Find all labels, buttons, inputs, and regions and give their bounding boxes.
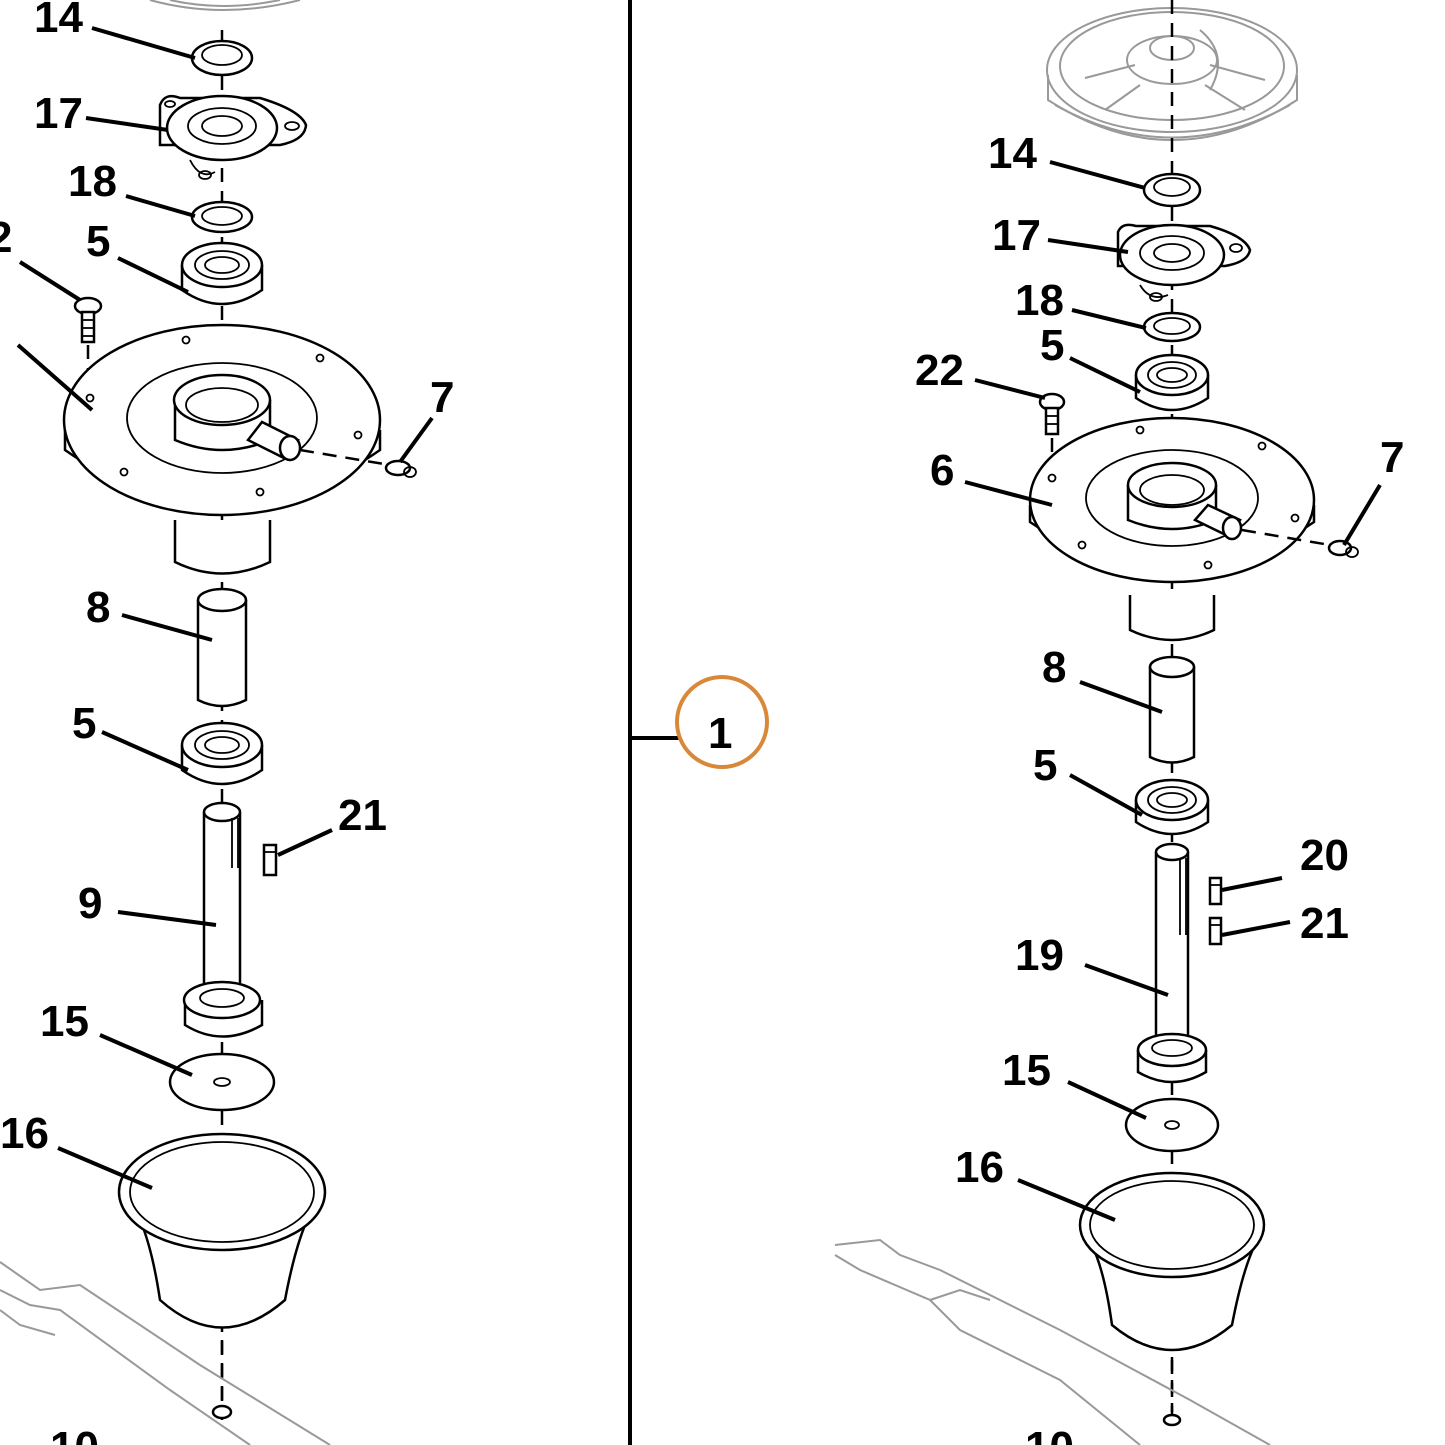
label-20-right: 20: [1300, 831, 1349, 880]
label-21-left: 21: [338, 791, 387, 840]
label-10-left: 10: [50, 1423, 99, 1445]
label-16-left: 16: [0, 1109, 49, 1158]
label-16-right: 16: [955, 1143, 1004, 1192]
part-9-left: [182, 801, 264, 1038]
label-5a-right: 5: [1040, 321, 1064, 370]
label-5b-left: 5: [72, 699, 96, 748]
part-15-right: [1124, 1097, 1220, 1153]
right-leaders: [964, 160, 1382, 1222]
part-8-right: [1148, 655, 1196, 764]
part-14-right: [1142, 172, 1202, 208]
label-14-right: 14: [988, 129, 1037, 178]
label-7-left: 7: [430, 373, 454, 422]
right-labels: 14 17 18 5 22 7 6 8 5 20 21 19 15 16 10: [915, 129, 1404, 1445]
part-5b-right: [1134, 778, 1210, 836]
label-10-right: 10: [1025, 1423, 1074, 1445]
part-7-left: [384, 459, 417, 478]
label-5a-left: 5: [86, 217, 110, 266]
label-8-right: 8: [1042, 643, 1066, 692]
part-14-left: [190, 39, 254, 77]
label-9-left: 9: [78, 879, 102, 928]
label-14-left: 14: [34, 0, 83, 42]
part-18-right: [1142, 311, 1202, 343]
part-15-left: [168, 1052, 276, 1112]
part-5a-left: [180, 241, 264, 306]
label-15-left: 15: [40, 997, 89, 1046]
label-21-right: 21: [1300, 899, 1349, 948]
label-5b-right: 5: [1033, 741, 1057, 790]
part-21-left: [262, 843, 278, 877]
part-17-right: [1116, 223, 1252, 302]
part-5a-right: [1134, 353, 1210, 412]
label-19-right: 19: [1015, 931, 1064, 980]
label-17-right: 17: [992, 211, 1041, 260]
part-17-left: [158, 94, 308, 180]
part-20-right: [1208, 876, 1223, 906]
part-16-right: [1078, 1171, 1266, 1427]
left-leaders: [16, 26, 434, 1190]
left-assembly: [0, 0, 417, 1445]
part-22-right: [1038, 392, 1066, 480]
right-assembly: [834, 0, 1359, 1445]
part-5b-left: [180, 721, 264, 786]
part-19-right: [1136, 842, 1208, 1084]
label-7-right: 7: [1380, 433, 1404, 482]
callout-badge[interactable]: 1: [675, 675, 769, 769]
left-labels: 14 17 18 2 5 7 8 5 21 9 15 16 10: [0, 0, 454, 1445]
part-8-left: [196, 587, 248, 708]
part-16-left: [117, 1132, 327, 1420]
label-18-right: 18: [1015, 276, 1064, 325]
part-18-left: [190, 200, 254, 234]
label-17-left: 17: [34, 89, 83, 138]
part-21-right: [1208, 916, 1223, 946]
part-6-right: [1028, 416, 1331, 642]
label-22-right: 22: [915, 346, 964, 395]
label-8-left: 8: [86, 583, 110, 632]
part-6-left: [62, 323, 391, 575]
label-6-right: 6: [930, 446, 954, 495]
label-18-left: 18: [68, 157, 117, 206]
label-2-left: 2: [0, 213, 12, 262]
callout-number: 1: [708, 709, 732, 758]
label-15-right: 15: [1002, 1046, 1051, 1095]
